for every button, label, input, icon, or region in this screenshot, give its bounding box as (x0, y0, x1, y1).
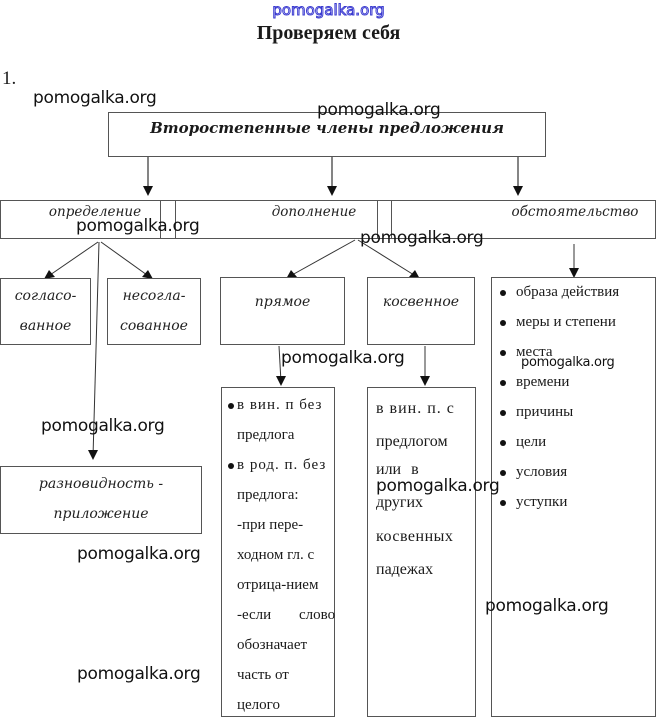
definition-agreed-box: согласо- ванное (0, 278, 91, 345)
list-item: отрица-нием (237, 577, 319, 593)
watermark: pomogalka.org (281, 348, 405, 368)
watermark: pomogalka.org (376, 476, 500, 496)
list-item: целого (237, 697, 280, 713)
definition-nonagreed-box: несогла- сованное (107, 278, 201, 345)
arrowhead (327, 186, 337, 196)
list-item: времени (492, 374, 655, 404)
arrowhead (420, 376, 430, 386)
list-item: образа действия (492, 284, 655, 314)
site-label: pomogalka.org (272, 1, 385, 20)
indirect-line: в вин. п. с (376, 400, 455, 417)
list-item: цели (492, 434, 655, 464)
arrowhead (88, 450, 98, 460)
definition-agreed-line2: ванное (19, 318, 72, 334)
arrow-obj-to-direct (291, 239, 356, 276)
definition-variety-line2: приложение (53, 506, 149, 522)
arrowhead (569, 268, 579, 278)
arrowhead (286, 270, 297, 279)
divider (377, 200, 378, 239)
arrowhead (143, 186, 153, 196)
indirect-line: или в (376, 461, 419, 478)
object-indirect-label: косвенное (382, 294, 460, 310)
object-direct-label: прямое (254, 294, 311, 310)
definition-variety-line1: разновидность - (38, 476, 164, 492)
arrow-def-to-variety (92, 241, 100, 458)
watermark: pomogalka.org (317, 100, 441, 120)
list-item: -при пере- (237, 517, 304, 533)
watermark: pomogalka.org (360, 228, 484, 248)
divider (175, 200, 176, 239)
list-item: условия (492, 464, 655, 494)
list-item: часть от (237, 667, 289, 683)
list-item: предлога (237, 427, 295, 443)
list-item: места (492, 344, 655, 374)
indirect-details-box: в вин. п. с предлогом или в других косве… (367, 387, 476, 717)
list-item: -если слово (237, 607, 336, 623)
exercise-number: 1. (2, 68, 17, 89)
watermark: pomogalka.org (521, 355, 615, 370)
watermark: pomogalka.org (77, 664, 201, 684)
watermark: pomogalka.org (76, 216, 200, 236)
categories-row (0, 200, 656, 239)
watermark: pomogalka.org (77, 544, 201, 564)
list-item: причины (492, 404, 655, 434)
arrowhead (409, 270, 420, 279)
divider (391, 200, 392, 239)
list-item: меры и степени (492, 314, 655, 344)
definition-agreed-line1: согласо- (14, 288, 77, 304)
divider (160, 200, 161, 239)
arrow-obj-to-indirect (357, 239, 415, 276)
arrowhead (276, 376, 286, 386)
arrowhead (513, 186, 523, 196)
list-item: в вин. п без (228, 390, 334, 420)
category-definition: определение (48, 204, 142, 220)
list-item: ходном гл. с (237, 547, 315, 563)
arrow-def-to-nonagreed (100, 241, 148, 276)
direct-details-list: в вин. п без предлога в род. п. без пред… (228, 390, 336, 720)
adverbial-types-box: образа действия меры и степени места вре… (491, 277, 656, 717)
object-direct-box: прямое (220, 277, 345, 345)
definition-nonagreed-line2: сованное (120, 318, 188, 334)
list-item: предлога: (237, 487, 299, 503)
watermark: pomogalka.org (41, 416, 165, 436)
arrowhead (142, 270, 153, 279)
adverbial-types-list: образа действия меры и степени места вре… (492, 284, 655, 524)
indirect-line: падежах (376, 561, 434, 578)
arrow-def-to-agreed (49, 241, 99, 276)
indirect-line: других (376, 494, 424, 511)
list-item: уступки (492, 494, 655, 524)
watermark: pomogalka.org (485, 596, 609, 616)
category-adverbial: обстоятельство (511, 204, 639, 220)
direct-details-box: в вин. п без предлога в род. п. без пред… (221, 387, 335, 717)
list-item: в род. п. без (228, 450, 334, 480)
page-title: Проверяем себя (256, 22, 401, 44)
arrowhead (44, 270, 55, 279)
root-label: Второстепенные члены предложения (150, 119, 504, 137)
indirect-line: предлогом (376, 433, 448, 450)
definition-nonagreed-line1: несогла- (122, 288, 186, 304)
category-object: дополнение (271, 204, 357, 220)
object-indirect-box: косвенное (367, 277, 475, 345)
definition-variety-box: разновидность - приложение (0, 466, 202, 534)
list-item: обозначает (237, 637, 308, 653)
watermark: pomogalka.org (33, 88, 157, 108)
root-box: Второстепенные члены предложения (108, 112, 546, 157)
indirect-line: косвенных (376, 528, 454, 545)
